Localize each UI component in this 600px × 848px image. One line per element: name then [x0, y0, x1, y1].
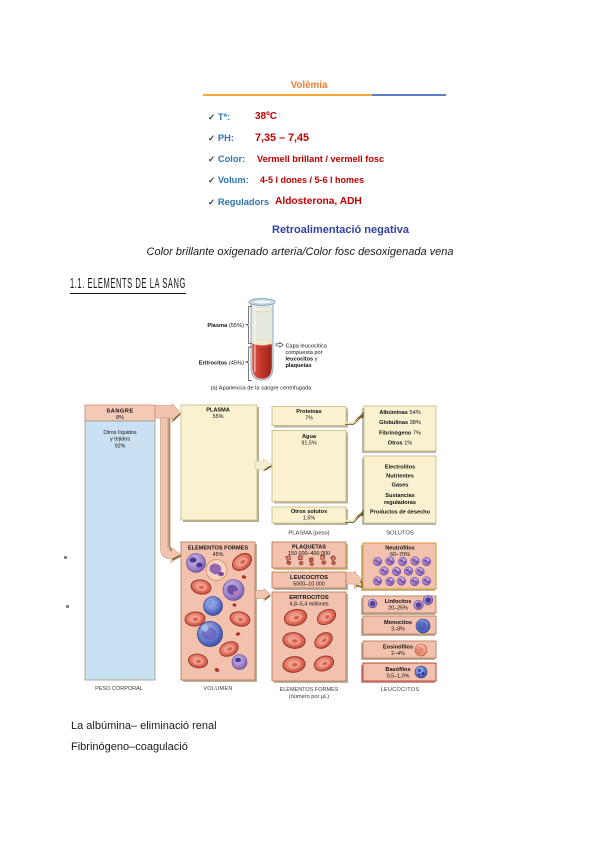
svg-text:Capa leucocítica: Capa leucocítica: [286, 344, 328, 350]
svg-text:Gases: Gases: [392, 483, 409, 489]
svg-text:LEUCOCITOS: LEUCOCITOS: [381, 687, 420, 693]
svg-text:Basófilos: Basófilos: [385, 667, 410, 673]
svg-text:Globulinas 38%: Globulinas 38%: [379, 420, 421, 426]
svg-text:PLAQUETAS: PLAQUETAS: [292, 545, 326, 551]
svg-text:ELEMENTOS FORMES: ELEMENTOS FORMES: [188, 546, 248, 552]
svg-text:plaquetas: plaquetas: [286, 363, 312, 369]
svg-text:y tejidos: y tejidos: [110, 437, 130, 443]
svg-text:leucocitos y: leucocitos y: [286, 357, 318, 363]
svg-text:Fibrinógeno 7%: Fibrinógeno 7%: [379, 431, 421, 437]
svg-text:PLASMA: PLASMA: [206, 408, 230, 414]
svg-text:ELEMENTOS FORMES: ELEMENTOS FORMES: [280, 687, 339, 693]
svg-text:Eosinófilos: Eosinófilos: [383, 645, 413, 651]
svg-text:Otros solutos: Otros solutos: [291, 509, 327, 515]
svg-text:PESO CORPORAL: PESO CORPORAL: [95, 686, 143, 692]
svg-text:5000–10 000: 5000–10 000: [293, 582, 324, 588]
svg-text:reguladoras: reguladoras: [384, 500, 416, 506]
svg-text:(a) Apariencia de la sangre ce: (a) Apariencia de la sangre centrifugada: [211, 386, 313, 392]
svg-text:Agua: Agua: [302, 434, 317, 440]
svg-text:150 000–400 000: 150 000–400 000: [288, 551, 330, 557]
svg-text:60–70%: 60–70%: [390, 552, 410, 558]
svg-text:Nutrientes: Nutrientes: [386, 474, 414, 480]
svg-text:20–25%: 20–25%: [388, 606, 408, 612]
svg-text:Productos de desecho: Productos de desecho: [370, 510, 431, 516]
svg-text:Proteínas: Proteínas: [296, 409, 322, 415]
svg-text:3–8%: 3–8%: [391, 627, 405, 633]
svg-text:0,5–1,0%: 0,5–1,0%: [387, 674, 410, 680]
svg-text:Linfocitos: Linfocitos: [385, 599, 412, 605]
svg-text:Plasma (55%): Plasma (55%): [207, 323, 244, 329]
svg-text:Neutrófilos: Neutrófilos: [385, 546, 415, 552]
svg-text:Albúminas 54%: Albúminas 54%: [379, 410, 420, 416]
svg-text:PLASMA (peso): PLASMA (peso): [288, 531, 329, 537]
svg-text:VOLUMEN: VOLUMEN: [203, 686, 232, 692]
svg-text:Sustancias: Sustancias: [385, 493, 415, 499]
svg-text:1,5%: 1,5%: [303, 516, 315, 522]
svg-text:compuesta por: compuesta por: [286, 350, 323, 356]
svg-text:Eritrocitos (45%): Eritrocitos (45%): [199, 361, 244, 367]
svg-text:ERITROCITOS: ERITROCITOS: [289, 595, 329, 601]
svg-text:Otros líquidos: Otros líquidos: [103, 430, 137, 436]
svg-text:Electrolitos: Electrolitos: [385, 465, 415, 471]
svg-text:92%: 92%: [115, 444, 126, 450]
svg-text:Monocitos: Monocitos: [384, 620, 412, 626]
svg-text:LEUCOCITOS: LEUCOCITOS: [290, 575, 328, 581]
svg-text:7%: 7%: [305, 416, 313, 422]
svg-text:4,8–5,4 millones: 4,8–5,4 millones: [289, 602, 329, 608]
svg-text:91,5%: 91,5%: [301, 441, 316, 447]
svg-text:55%: 55%: [213, 414, 224, 420]
svg-text:SANGRE: SANGRE: [106, 409, 133, 415]
svg-text:Otros 1%: Otros 1%: [388, 441, 413, 447]
svg-text:SOLUTOS: SOLUTOS: [386, 531, 414, 537]
svg-text:8%: 8%: [116, 415, 124, 421]
svg-text:2–4%: 2–4%: [391, 651, 405, 657]
svg-text:(número por μL): (número por μL): [289, 694, 329, 700]
svg-text:45%: 45%: [213, 552, 224, 558]
